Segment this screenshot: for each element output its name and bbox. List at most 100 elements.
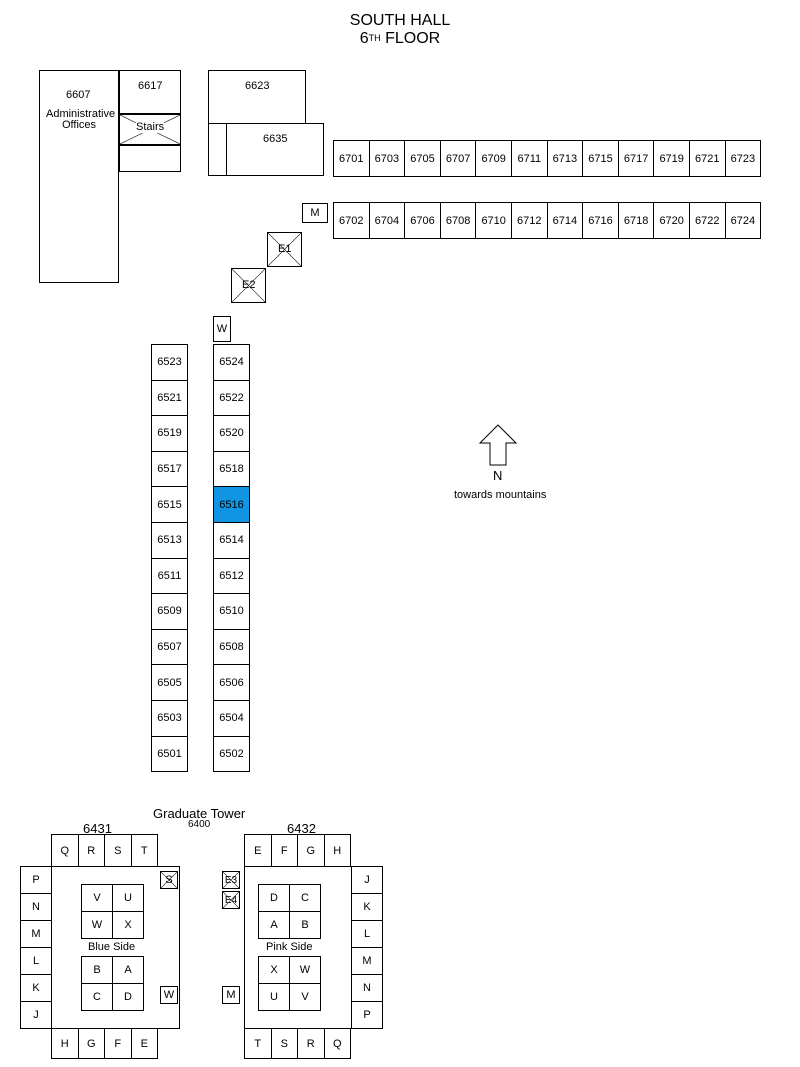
suite-blue-inner-C[interactable]: C bbox=[81, 983, 113, 1011]
suite-pink-top-F[interactable]: F bbox=[270, 834, 298, 867]
suite-blue-inner-A[interactable]: A bbox=[112, 956, 144, 984]
suite-pink-top-E[interactable]: E bbox=[244, 834, 272, 867]
room-6702[interactable]: 6702 bbox=[333, 202, 370, 239]
elevator-e3[interactable]: E3 bbox=[222, 871, 240, 889]
suite-pink-side-M[interactable]: M bbox=[351, 947, 383, 975]
room-6712[interactable]: 6712 bbox=[511, 202, 548, 239]
room-6522[interactable]: 6522 bbox=[213, 379, 250, 417]
room-6717[interactable]: 6717 bbox=[617, 140, 655, 177]
suite-blue-top-S[interactable]: S bbox=[104, 834, 132, 867]
suite-pink-inner-X[interactable]: X bbox=[258, 956, 290, 984]
suite-blue-side-L[interactable]: L bbox=[20, 947, 52, 975]
room-6514[interactable]: 6514 bbox=[213, 522, 250, 559]
room-6524[interactable]: 6524 bbox=[213, 344, 250, 381]
suite-pink-side-K[interactable]: K bbox=[351, 893, 383, 921]
suite-pink-inner-V[interactable]: V bbox=[289, 983, 321, 1011]
stairs[interactable] bbox=[119, 114, 181, 145]
suite-pink-inner-A[interactable]: A bbox=[258, 911, 290, 939]
suite-pink-bottom-Q[interactable]: Q bbox=[323, 1028, 351, 1059]
elevator-e1[interactable] bbox=[267, 232, 302, 267]
room-6506[interactable]: 6506 bbox=[213, 664, 250, 701]
room-6701[interactable]: 6701 bbox=[333, 140, 370, 177]
room-6704[interactable]: 6704 bbox=[368, 202, 406, 239]
room-6724[interactable]: 6724 bbox=[724, 202, 762, 239]
suite-blue-inner-V[interactable]: V bbox=[81, 884, 113, 912]
room-6508[interactable]: 6508 bbox=[213, 628, 250, 666]
tower-stairs[interactable]: S bbox=[160, 871, 178, 889]
room-6515[interactable]: 6515 bbox=[151, 486, 188, 523]
womens-restroom[interactable]: W bbox=[213, 316, 231, 342]
room-6501[interactable]: 6501 bbox=[151, 735, 188, 773]
suite-blue-side-M[interactable]: M bbox=[20, 920, 52, 948]
room-6723[interactable]: 6723 bbox=[724, 140, 762, 177]
suite-pink-side-N[interactable]: N bbox=[351, 974, 383, 1002]
tower-mens-restroom[interactable]: M bbox=[222, 986, 240, 1004]
room-6513[interactable]: 6513 bbox=[151, 522, 188, 559]
suite-blue-side-J[interactable]: J bbox=[20, 1001, 52, 1029]
suite-blue-inner-X[interactable]: X bbox=[112, 911, 144, 939]
room-6503[interactable]: 6503 bbox=[151, 700, 188, 737]
room-6502[interactable]: 6502 bbox=[213, 735, 250, 773]
suite-blue-bottom-E[interactable]: E bbox=[130, 1028, 158, 1059]
suite-pink-inner-C[interactable]: C bbox=[289, 884, 321, 912]
room-6635[interactable] bbox=[226, 123, 324, 176]
suite-pink-bottom-T[interactable]: T bbox=[244, 1028, 272, 1059]
room-6510[interactable]: 6510 bbox=[213, 593, 250, 630]
suite-blue-inner-D[interactable]: D bbox=[112, 983, 144, 1011]
room-6708[interactable]: 6708 bbox=[439, 202, 477, 239]
room-6520[interactable]: 6520 bbox=[213, 415, 250, 452]
suite-blue-bottom-H[interactable]: H bbox=[51, 1028, 79, 1059]
suite-pink-top-G[interactable]: G bbox=[297, 834, 325, 867]
suite-pink-inner-U[interactable]: U bbox=[258, 983, 290, 1011]
storage-room[interactable] bbox=[119, 145, 181, 172]
tower-womens-restroom[interactable]: W bbox=[160, 986, 178, 1004]
room-6718[interactable]: 6718 bbox=[617, 202, 655, 239]
room-6504[interactable]: 6504 bbox=[213, 700, 250, 737]
suite-blue-top-R[interactable]: R bbox=[77, 834, 105, 867]
room-6721[interactable]: 6721 bbox=[689, 140, 726, 177]
room-6707[interactable]: 6707 bbox=[439, 140, 477, 177]
room-6715[interactable]: 6715 bbox=[582, 140, 619, 177]
room-6719[interactable]: 6719 bbox=[653, 140, 690, 177]
room-6716[interactable]: 6716 bbox=[582, 202, 619, 239]
suite-pink-inner-W[interactable]: W bbox=[289, 956, 321, 984]
room-6505[interactable]: 6505 bbox=[151, 664, 188, 701]
room-6623[interactable] bbox=[208, 70, 306, 124]
suite-pink-bottom-S[interactable]: S bbox=[270, 1028, 298, 1059]
suite-blue-top-T[interactable]: T bbox=[130, 834, 158, 867]
suite-blue-side-K[interactable]: K bbox=[20, 974, 52, 1002]
room-6512[interactable]: 6512 bbox=[213, 557, 250, 595]
suite-blue-inner-W[interactable]: W bbox=[81, 911, 113, 939]
room-6617[interactable] bbox=[119, 70, 181, 114]
room-6711[interactable]: 6711 bbox=[511, 140, 548, 177]
suite-pink-inner-B[interactable]: B bbox=[289, 911, 321, 939]
room-6507[interactable]: 6507 bbox=[151, 628, 188, 666]
suite-pink-side-L[interactable]: L bbox=[351, 920, 383, 948]
suite-blue-side-P[interactable]: P bbox=[20, 866, 52, 894]
room-6517[interactable]: 6517 bbox=[151, 450, 188, 488]
room-6523[interactable]: 6523 bbox=[151, 344, 188, 381]
room-6720[interactable]: 6720 bbox=[653, 202, 690, 239]
room-6722[interactable]: 6722 bbox=[689, 202, 726, 239]
elevator-e4[interactable]: E4 bbox=[222, 891, 240, 909]
room-6519[interactable]: 6519 bbox=[151, 415, 188, 452]
room-6521[interactable]: 6521 bbox=[151, 379, 188, 417]
room-6709[interactable]: 6709 bbox=[475, 140, 512, 177]
suite-blue-bottom-F[interactable]: F bbox=[104, 1028, 132, 1059]
suite-pink-top-H[interactable]: H bbox=[323, 834, 351, 867]
admin-office-6607[interactable] bbox=[39, 70, 119, 283]
suite-blue-inner-U[interactable]: U bbox=[112, 884, 144, 912]
suite-blue-bottom-G[interactable]: G bbox=[77, 1028, 105, 1059]
room-6518[interactable]: 6518 bbox=[213, 450, 250, 488]
suite-pink-inner-D[interactable]: D bbox=[258, 884, 290, 912]
suite-pink-side-J[interactable]: J bbox=[351, 866, 383, 894]
room-6713[interactable]: 6713 bbox=[546, 140, 584, 177]
room-6705[interactable]: 6705 bbox=[404, 140, 441, 177]
suite-blue-side-N[interactable]: N bbox=[20, 893, 52, 921]
room-6706[interactable]: 6706 bbox=[404, 202, 441, 239]
room-6710[interactable]: 6710 bbox=[475, 202, 512, 239]
mens-restroom[interactable]: M bbox=[302, 203, 328, 223]
elevator-e2[interactable] bbox=[231, 268, 266, 303]
room-6714[interactable]: 6714 bbox=[546, 202, 584, 239]
room-6511[interactable]: 6511 bbox=[151, 557, 188, 595]
